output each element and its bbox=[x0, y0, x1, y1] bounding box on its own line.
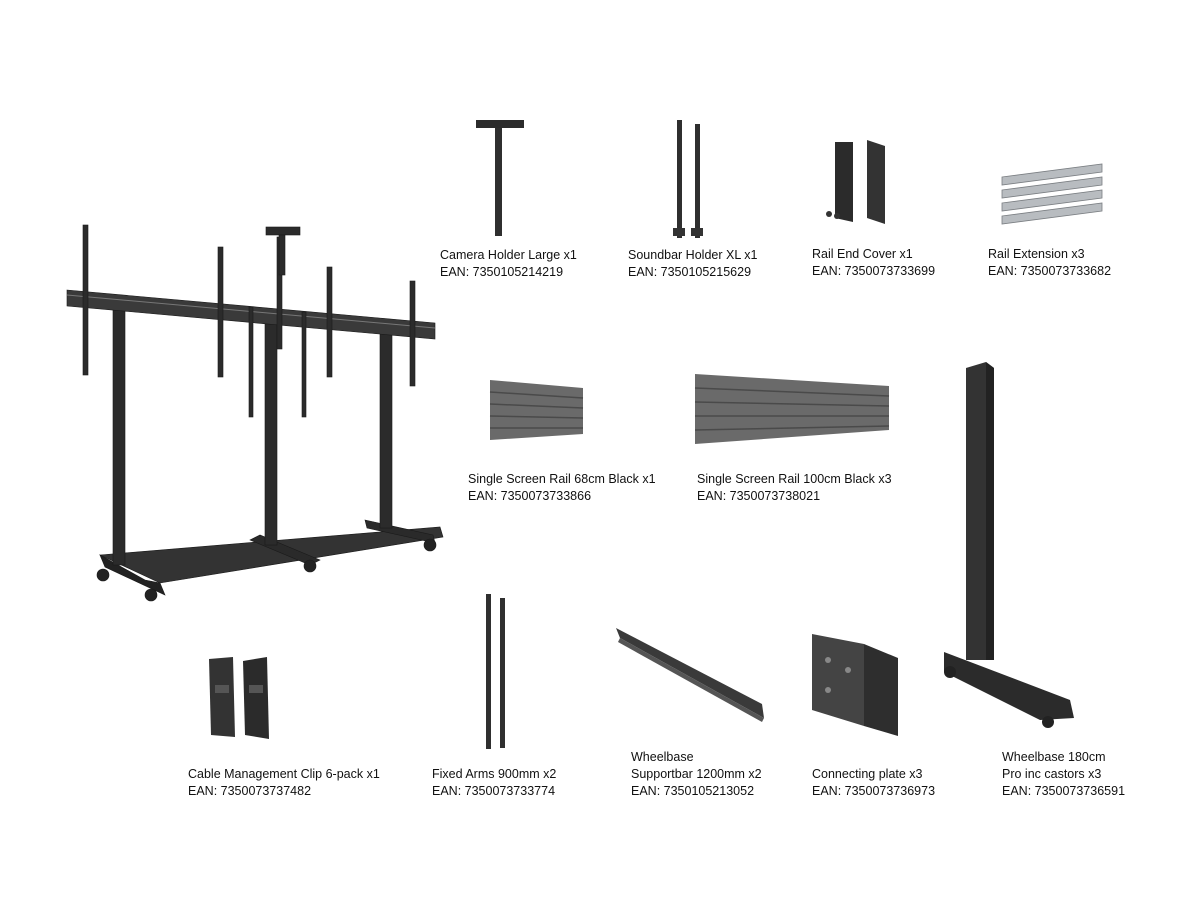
part-name: Camera Holder Large x1 bbox=[440, 248, 577, 262]
rail-extension-illustration bbox=[1001, 163, 1103, 225]
part-name: Single Screen Rail 68cm Black x1 bbox=[468, 472, 656, 486]
part-ean: EAN: 7350073733699 bbox=[812, 264, 936, 278]
part-ean: EAN: 7350073736591 bbox=[1002, 784, 1126, 798]
part-ean: EAN: 7350073733682 bbox=[988, 264, 1112, 278]
assembled-stand-illustration bbox=[66, 224, 444, 602]
screen-rail-100-illustration bbox=[694, 374, 890, 444]
fixed-arms-label: Fixed Arms 900mm x2 EAN: 7350073733774 bbox=[432, 766, 556, 800]
part-ean: EAN: 7350105214219 bbox=[440, 265, 564, 279]
part-ean: EAN: 7350105213052 bbox=[631, 784, 755, 798]
soundbar-holder-illustration bbox=[673, 120, 703, 238]
wheelbase-180-illustration bbox=[944, 362, 1074, 728]
part-ean: EAN: 7350105215629 bbox=[628, 265, 752, 279]
cable-clip-illustration bbox=[209, 657, 269, 739]
part-name: Single Screen Rail 100cm Black x3 bbox=[697, 472, 892, 486]
soundbar-holder-label: Soundbar Holder XL x1 EAN: 7350105215629 bbox=[628, 247, 757, 281]
part-ean: EAN: 7350073733866 bbox=[468, 489, 592, 503]
fixed-arms-illustration bbox=[486, 594, 505, 749]
part-name-line-2: Supportbar 1200mm x2 bbox=[631, 767, 762, 781]
rail-extension-label: Rail Extension x3 EAN: 7350073733682 bbox=[988, 246, 1111, 280]
rail-end-cover-label: Rail End Cover x1 EAN: 7350073733699 bbox=[812, 246, 935, 280]
part-name: Cable Management Clip 6-pack x1 bbox=[188, 767, 380, 781]
supportbar-label: Wheelbase Supportbar 1200mm x2 EAN: 7350… bbox=[631, 749, 762, 800]
part-name: Rail Extension x3 bbox=[988, 247, 1085, 261]
part-name: Connecting plate x3 bbox=[812, 767, 923, 781]
cable-clip-label: Cable Management Clip 6-pack x1 EAN: 735… bbox=[188, 766, 380, 800]
connecting-plate-label: Connecting plate x3 EAN: 7350073736973 bbox=[812, 766, 935, 800]
part-name-line-2: Pro inc castors x3 bbox=[1002, 767, 1102, 781]
part-name-line-1: Wheelbase 180cm bbox=[1002, 750, 1106, 764]
rail-end-cover-illustration bbox=[826, 140, 885, 224]
screen-rail-68-label: Single Screen Rail 68cm Black x1 EAN: 73… bbox=[468, 471, 656, 505]
supportbar-illustration bbox=[616, 628, 764, 722]
part-ean: EAN: 7350073738021 bbox=[697, 489, 821, 503]
screen-rail-68-illustration bbox=[489, 380, 584, 440]
part-ean: EAN: 7350073737482 bbox=[188, 784, 312, 798]
camera-holder-label: Camera Holder Large x1 EAN: 735010521421… bbox=[440, 247, 577, 281]
connecting-plate-illustration bbox=[812, 634, 898, 736]
wheelbase-180-label: Wheelbase 180cm Pro inc castors x3 EAN: … bbox=[1002, 749, 1125, 800]
part-name: Rail End Cover x1 bbox=[812, 247, 913, 261]
part-ean: EAN: 7350073733774 bbox=[432, 784, 556, 798]
screen-rail-100-label: Single Screen Rail 100cm Black x3 EAN: 7… bbox=[697, 471, 892, 505]
part-name-line-1: Wheelbase bbox=[631, 750, 694, 764]
camera-holder-illustration bbox=[476, 120, 524, 236]
part-name: Fixed Arms 900mm x2 bbox=[432, 767, 557, 781]
part-name: Soundbar Holder XL x1 bbox=[628, 248, 758, 262]
part-ean: EAN: 7350073736973 bbox=[812, 784, 936, 798]
